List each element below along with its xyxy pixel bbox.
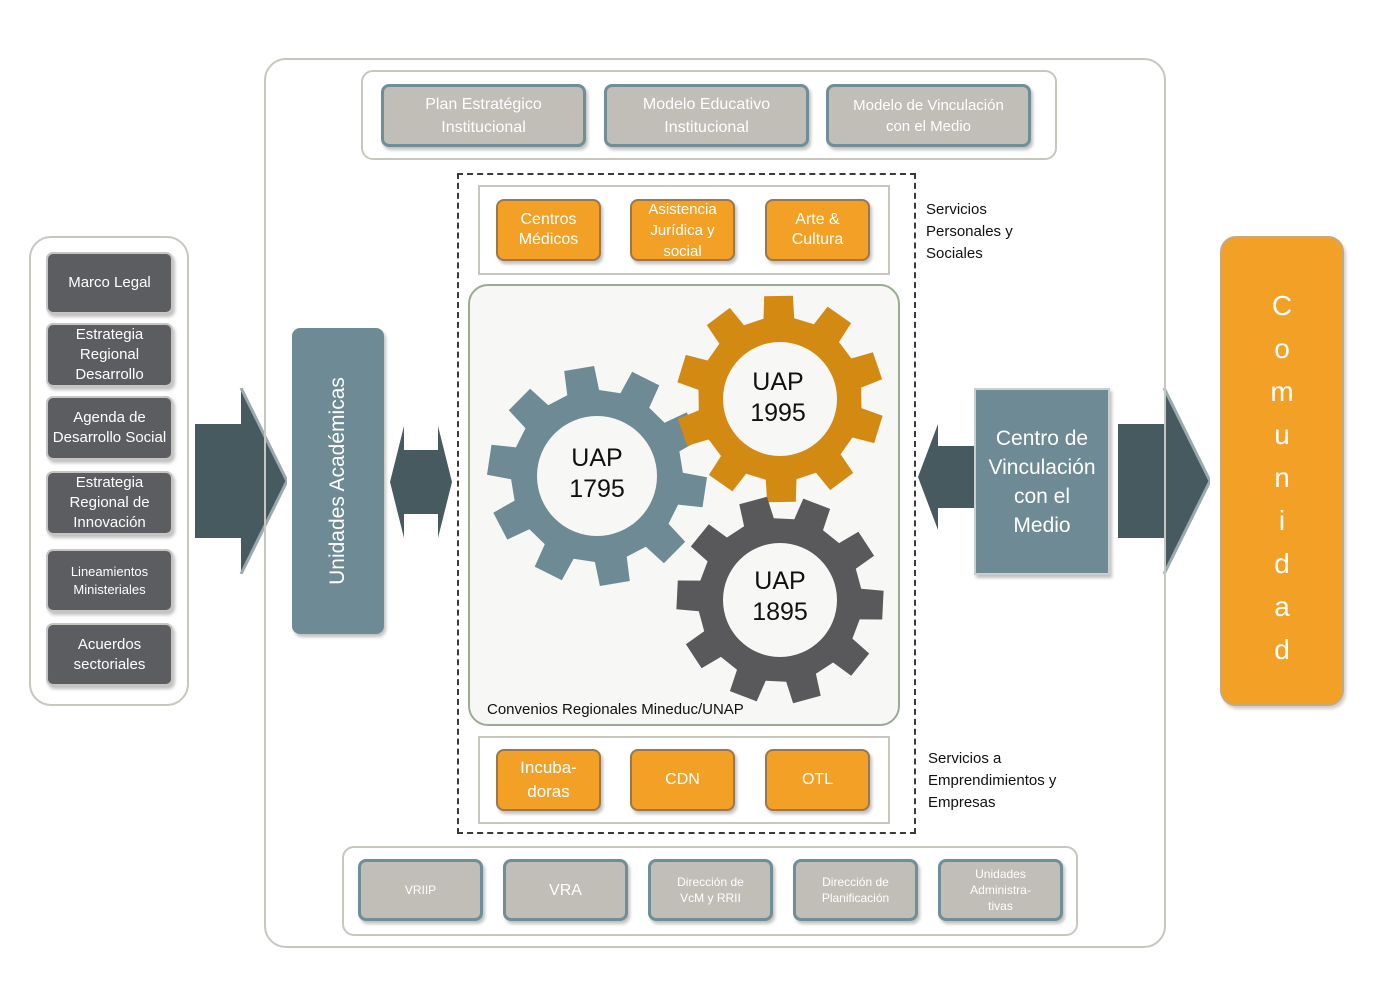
- top-row-frame: [361, 70, 1057, 160]
- gear-orange-label: UAP: [752, 368, 803, 396]
- comunidad-letter: C: [1271, 290, 1293, 321]
- comunidad-letter: m: [1270, 376, 1294, 407]
- comunidad-letter: d: [1274, 634, 1290, 665]
- gear-orange: [677, 295, 883, 503]
- business-services-caption: Servicios a Emprendimientos y Empresas: [928, 750, 1057, 811]
- asistencia-juridica-box: Asistencia Jurídica y social: [630, 199, 735, 261]
- arrow-centro-to-center: [918, 424, 976, 530]
- comunidad-letter: a: [1274, 591, 1290, 622]
- cdn-box: CDN: [630, 749, 735, 811]
- unidades-academicas-label: Unidades Académicas: [326, 377, 349, 585]
- left-item-estrategia-innovacion: Estrategia Regional de Innovación: [46, 471, 173, 535]
- personal-services-frame: [478, 185, 890, 275]
- centro-vinculacion-box: Centro de Vinculación con el Medio: [974, 388, 1110, 575]
- plan-estrategico-box: Plan Estratégico Institucional: [381, 84, 586, 147]
- gear-dark-label: UAP: [754, 567, 805, 595]
- comunidad-box: C o m u n i d a d: [1220, 236, 1344, 706]
- left-item-lineamientos: Lineamientos Ministeriales: [46, 549, 173, 612]
- left-item-marco-legal: Marco Legal: [46, 252, 173, 314]
- comunidad-letter: u: [1274, 419, 1290, 450]
- vriip-box: VRIIP: [358, 859, 483, 921]
- otl-box: OTL: [765, 749, 870, 811]
- center-dashed-frame: [457, 173, 916, 834]
- incubadoras-box: Incuba- doras: [496, 749, 601, 811]
- gears-svg: UAP 1795 UAP 1995 UAP 1895: [487, 295, 884, 704]
- direccion-planificacion-box: Dirección de Planificación: [793, 859, 918, 921]
- modelo-vinculacion-box: Modelo de Vinculación con el Medio: [826, 84, 1031, 147]
- unidades-academicas-panel: Unidades Académicas: [292, 328, 384, 634]
- gear-slate: [487, 366, 707, 586]
- gear-dark-year: 1895: [752, 598, 808, 626]
- double-arrow-ua-center: [390, 426, 452, 538]
- comunidad-letter: i: [1278, 505, 1286, 536]
- convenios-label: Convenios Regionales Mineduc/UNAP: [487, 701, 744, 718]
- vra-box: VRA: [503, 859, 628, 921]
- centros-medicos-box: Centros Médicos: [496, 199, 601, 261]
- business-services-frame: [478, 736, 890, 824]
- direccion-vcm-box: Dirección de VcM y RRII: [648, 859, 773, 921]
- left-frame: [29, 236, 189, 706]
- arte-cultura-box: Arte & Cultura: [765, 199, 870, 261]
- unidades-administrativas-box: Unidades Administra- tivas: [938, 859, 1063, 921]
- gear-slate-label: UAP: [571, 444, 622, 472]
- gear-orange-year: 1995: [750, 399, 806, 427]
- gear-dark: [676, 496, 884, 704]
- personal-services-caption: Servicios Personales y Sociales: [926, 201, 1013, 262]
- comunidad-letter: n: [1274, 462, 1290, 493]
- modelo-educativo-box: Modelo Educativo Institucional: [604, 84, 809, 147]
- left-item-agenda-desarrollo: Agenda de Desarrollo Social: [46, 396, 173, 460]
- gear-slate-year: 1795: [569, 475, 625, 503]
- left-item-estrategia-regional: Estrategia Regional Desarrollo: [46, 323, 173, 387]
- comunidad-letter: o: [1274, 333, 1290, 364]
- comunidad-letter: d: [1274, 548, 1290, 579]
- institution-frame: [264, 58, 1166, 948]
- left-item-acuerdos: Acuerdos sectoriales: [46, 623, 173, 686]
- bottom-row-frame: [342, 846, 1078, 936]
